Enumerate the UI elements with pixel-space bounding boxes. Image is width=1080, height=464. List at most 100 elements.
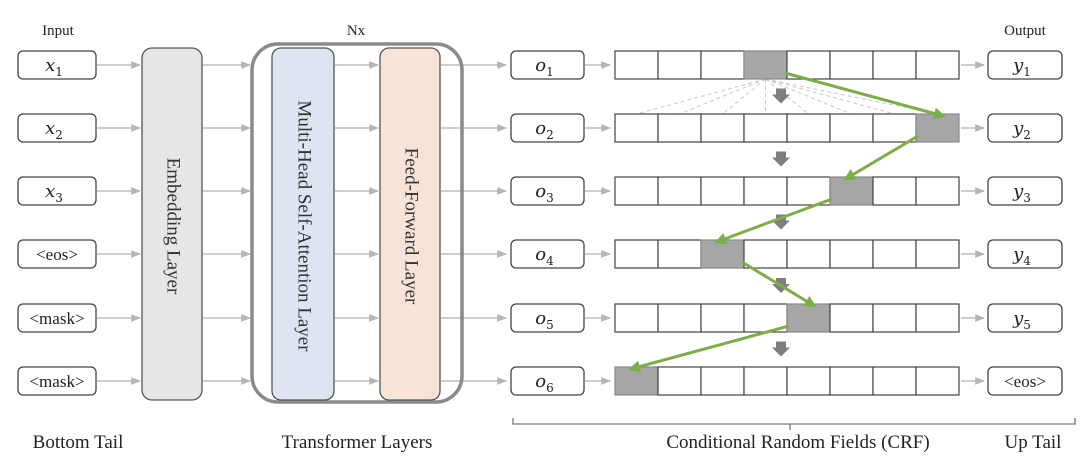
input-token-1: x1 (17, 50, 97, 80)
crf-selected-cell-row-6 (614, 366, 659, 396)
output-token-3: y3 (987, 176, 1063, 206)
crf-row-4 (614, 239, 960, 269)
output-header: Output (1004, 23, 1047, 39)
crf-cell (657, 113, 702, 143)
output-token-1-box (987, 50, 1063, 80)
crf-cell (700, 366, 745, 396)
crf-cell (657, 176, 702, 206)
crf-cell (786, 239, 831, 269)
output-token-2-box (987, 113, 1063, 143)
crf-cell (743, 239, 788, 269)
crf-cell (614, 113, 659, 143)
crf-cell (743, 113, 788, 143)
attention-layer-label: Multi-Head Self-Attention Layer (294, 100, 315, 352)
output-token-3-text: y3 (1012, 181, 1031, 205)
crf-cell (915, 176, 960, 206)
input-token-2-text: x2 (45, 118, 63, 142)
crf-cell (743, 176, 788, 206)
crf-transition-dash (636, 78, 766, 115)
output-token-1-text: y1 (1012, 55, 1031, 79)
feedforward-layer (379, 47, 441, 401)
input-header: Input (42, 23, 74, 39)
hidden-state-5-text: o5 (535, 308, 553, 332)
input-token-3-box (17, 176, 97, 206)
crf-selected-cell-row-4 (700, 239, 745, 269)
crf-selected-cell-row-2 (915, 113, 960, 143)
input-token-4-text: <eos> (36, 245, 78, 264)
hidden-state-1-text: o1 (535, 55, 553, 79)
crf-cell (786, 113, 831, 143)
crf-step-arrow-icon (772, 341, 790, 357)
crf-cell (700, 50, 745, 80)
crf-transition-dash (765, 78, 895, 115)
crf-cell (872, 113, 917, 143)
hidden-state-4-box (510, 239, 585, 269)
crf-cell (614, 50, 659, 80)
crf-cell (657, 239, 702, 269)
input-token-2: x2 (17, 113, 97, 143)
input-token-6-text: <mask> (29, 372, 84, 391)
up-tail-caption: Up Tail (1005, 432, 1062, 453)
output-token-5: y5 (987, 303, 1063, 333)
input-token-3-text: x3 (45, 181, 63, 205)
feedforward-layer-label: Feed-Forward Layer (401, 148, 422, 305)
input-token-1-box (17, 50, 97, 80)
crf-cell (915, 239, 960, 269)
input-token-6-box (17, 366, 97, 396)
output-token-1: y1 (987, 50, 1063, 80)
crf-selected-cell-row-3 (829, 176, 874, 206)
hidden-state-3-text: o3 (535, 181, 553, 205)
crf-brace (512, 418, 1076, 430)
attention-layer (271, 47, 335, 401)
crf-transition-dash (765, 78, 809, 115)
crf-cell (915, 303, 960, 333)
crf-cell (829, 303, 874, 333)
crf-cell (743, 366, 788, 396)
crf-cell (829, 113, 874, 143)
output-token-2-text: y2 (1012, 118, 1031, 142)
crf-caption: Conditional Random Fields (CRF) (666, 432, 929, 453)
crf-transition-dash (765, 78, 852, 115)
crf-cell (872, 239, 917, 269)
crf-row-5 (614, 303, 960, 333)
embedding-layer: Embedding Layer (141, 47, 203, 401)
crf-cell (700, 303, 745, 333)
hidden-state-2-box (510, 113, 585, 143)
crf-cell (915, 50, 960, 80)
hidden-state-4: o4 (510, 239, 585, 269)
output-token-6-box (987, 366, 1063, 396)
crf-cell (614, 176, 659, 206)
crf-path-arrow-5 (628, 324, 790, 373)
crf-cell (786, 366, 831, 396)
output-token-4-text: y4 (1012, 244, 1031, 268)
crf-cell (872, 303, 917, 333)
crf-cell (829, 366, 874, 396)
crf-cell (657, 50, 702, 80)
hidden-state-1-box (510, 50, 585, 80)
input-token-4: <eos> (17, 239, 97, 269)
output-token-6-text: <eos> (1004, 372, 1046, 391)
output-token-5-box (987, 303, 1063, 333)
output-token-2: y2 (987, 113, 1063, 143)
transformer-block-border (250, 42, 464, 404)
crf-cell (872, 366, 917, 396)
transformer-block: Multi-Head Self-Attention Layer Feed-For… (250, 42, 464, 404)
transformer-caption: Transformer Layers (282, 432, 433, 453)
crf-cell (700, 176, 745, 206)
crf-cell (829, 50, 874, 80)
crf-transition-dash (722, 78, 766, 115)
input-token-2-box (17, 113, 97, 143)
crf-cell (872, 50, 917, 80)
hidden-state-6: o6 (510, 366, 585, 396)
crf-transition-dash (765, 78, 938, 115)
crf-cell (657, 303, 702, 333)
crf-cell (700, 113, 745, 143)
hidden-state-2-text: o2 (535, 118, 553, 142)
hidden-state-6-box (510, 366, 585, 396)
crf-cell (829, 239, 874, 269)
crf-step-arrow-icon (772, 151, 790, 167)
input-token-5: <mask> (17, 303, 97, 333)
crf-cell (657, 366, 702, 396)
hidden-state-4-text: o4 (535, 244, 554, 268)
